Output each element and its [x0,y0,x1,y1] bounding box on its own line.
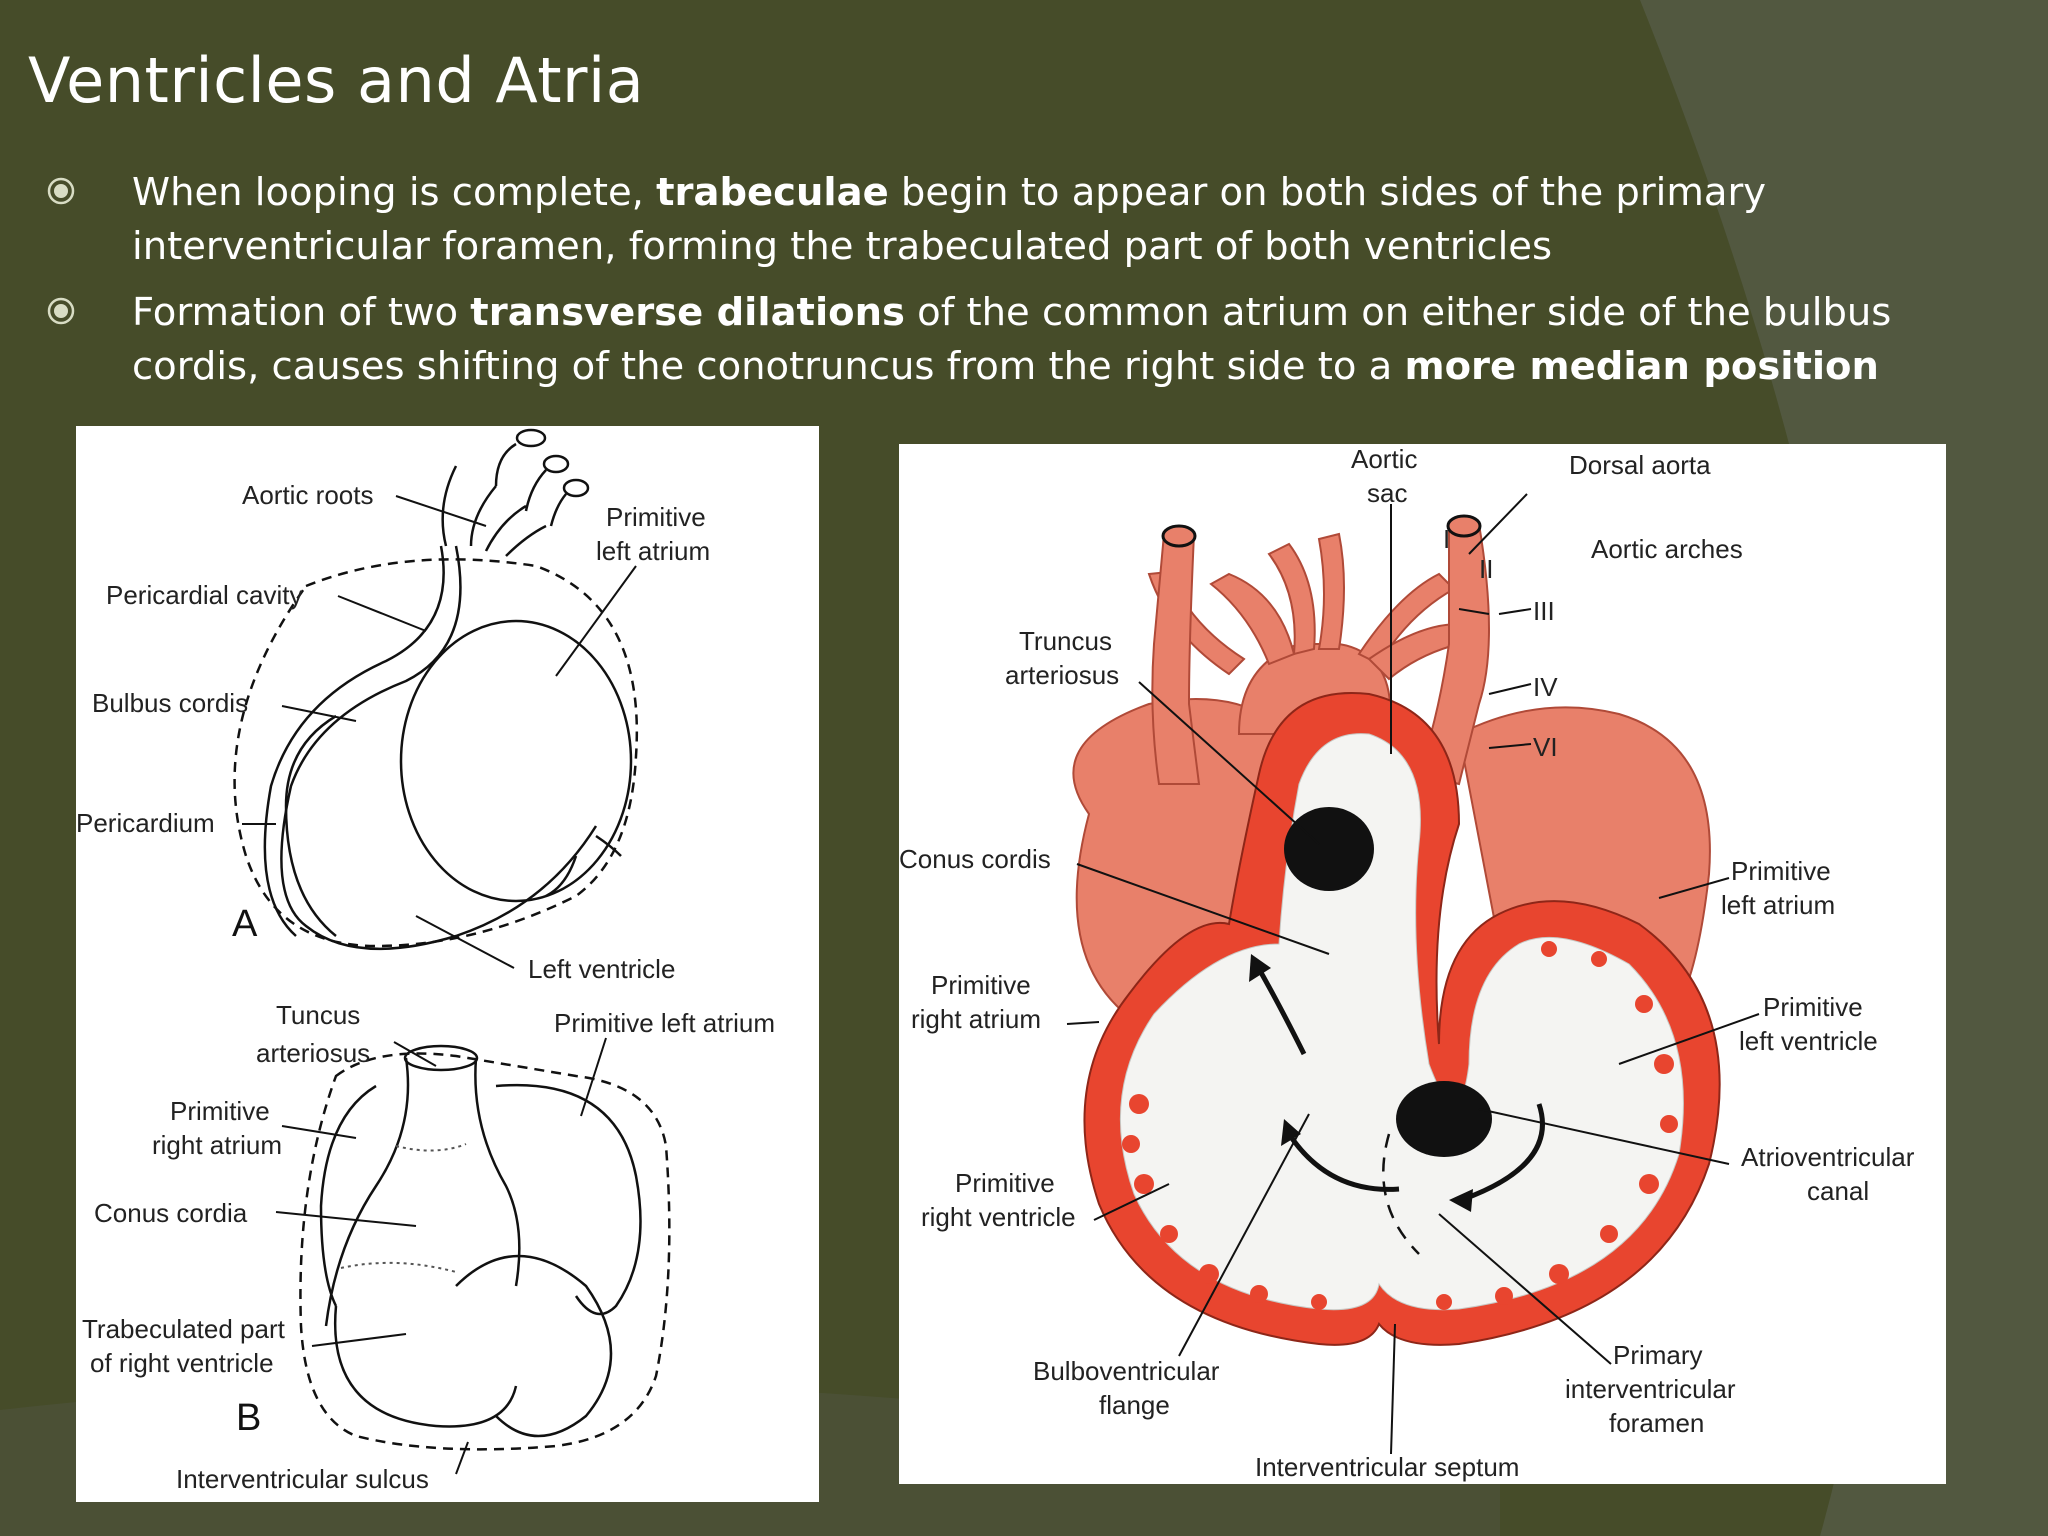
truncus-opening [1284,807,1374,891]
label-truncus: Truncus [1019,626,1112,656]
label-primitive-right-atrium: Primitive [170,1096,270,1126]
heart-section-drawing: Aortic sac Dorsal aorta I II Aortic arch… [899,444,1915,1482]
label-arch-iii: III [1533,596,1555,626]
label-aortic-arches: Aortic arches [1591,534,1743,564]
label-trabeculated: Trabeculated part [82,1314,286,1344]
radio-bullet-icon [47,177,75,205]
label-pericardium: Pericardium [76,808,215,838]
label-arch-iv: IV [1533,672,1558,702]
label-primary-foramen: interventricular [1565,1374,1736,1404]
label-av-canal: Atrioventricular [1741,1142,1915,1172]
bullet-run: Formation of two [132,290,471,335]
label-prim-left-atrium: Primitive [1731,856,1831,886]
slide-title: Ventricles and Atria [28,44,645,117]
section-labels: Aortic sac Dorsal aorta I II Aortic arch… [899,444,1915,1482]
label-conus-cordis: Conus cordis [899,844,1051,874]
label-dorsal-aorta: Dorsal aorta [1569,450,1711,480]
label-primitive-left-atrium: Primitive [606,502,706,532]
bullet-run: of the common atrium on either side of t… [132,290,1892,389]
label-primitive-right-atrium: right atrium [152,1130,282,1160]
label-bulboventricular: flange [1099,1390,1170,1420]
panel-a-drawing: Aortic roots Primitive left atrium Peric… [76,428,710,984]
label-aortic-roots: Aortic roots [242,480,374,510]
panel-b-letter: B [236,1397,261,1439]
label-pericardial-cavity: Pericardial cavity [106,580,303,610]
label-bulboventricular: Bulboventricular [1033,1356,1220,1386]
dorsal-aorta-right-opening [1446,514,1482,538]
bullet-text: Formation of two transverse dilations of… [132,286,2012,394]
label-prim-right-atrium: right atrium [911,1004,1041,1034]
label-arch-i: I [1443,524,1450,554]
panel-b-drawing: Tuncus arteriosus Primitive left atrium … [82,1000,775,1494]
flow-arrow [1463,1103,1545,1202]
label-bulbus-cordis: Bulbus cordis [92,688,248,718]
label-aortic-sac: sac [1367,478,1407,508]
label-prim-left-ventricle: Primitive [1763,992,1863,1022]
label-tuncus: Tuncus [276,1000,360,1030]
label-primitive-left-atrium: left atrium [596,536,710,566]
label-aortic-sac: Aortic [1351,444,1417,474]
label-primitive-left-atrium-b: Primitive left atrium [554,1008,775,1038]
flow-arrow-head [1449,1189,1473,1212]
label-arch-vi: VI [1533,732,1558,762]
flow-arrow-head [1249,954,1271,982]
label-truncus: arteriosus [1005,660,1119,690]
bullet-run-bold: more median position [1404,344,1879,389]
atrioventricular-canal-opening [1396,1081,1492,1157]
bullet-run-bold: trabeculae [656,170,889,215]
leader-lines [1066,493,1760,1455]
bullet-text: When looping is complete, trabeculae beg… [132,166,2012,274]
flow-arrow [1256,967,1307,1056]
label-prim-left-ventricle: left ventricle [1739,1026,1878,1056]
flow-arrow-head [1281,1119,1301,1146]
bullet-run: When looping is complete, [132,170,657,215]
radio-bullet-icon [47,297,75,325]
bullet-run-bold: transverse dilations [470,290,905,335]
label-av-canal: canal [1807,1176,1869,1206]
label-conus-cordia: Conus cordia [94,1198,248,1228]
heart-section-diagram: Aortic sac Dorsal aorta I II Aortic arch… [899,444,1946,1484]
panel-a-letter: A [232,903,258,945]
label-arch-ii: II [1479,554,1493,584]
aortic-arches-shape [1147,523,1490,786]
label-prim-left-atrium: left atrium [1721,890,1835,920]
heart-diagram-ab: Aortic roots Primitive left atrium Peric… [76,426,819,1502]
label-tuncus: arteriosus [256,1038,370,1068]
label-prim-right-ventricle: right ventricle [921,1202,1076,1232]
label-left-ventricle: Left ventricle [528,954,675,984]
label-prim-right-ventricle: Primitive [955,1168,1055,1198]
label-trabeculated: of right ventricle [90,1348,274,1378]
dorsal-aorta-left-opening [1161,524,1197,548]
label-interventricular-sulcus: Interventricular sulcus [176,1464,429,1494]
label-interventricular-septum: Interventricular septum [1255,1452,1519,1482]
heart-outline-drawing: Aortic roots Primitive left atrium Peric… [76,428,775,1494]
label-primary-foramen: Primary [1613,1340,1703,1370]
label-primary-foramen: foramen [1609,1408,1704,1438]
trabeculae-shape [1122,941,1678,1310]
bullet-run: begin to appear on both sides of the pri… [132,170,1767,269]
label-prim-right-atrium: Primitive [931,970,1031,1000]
